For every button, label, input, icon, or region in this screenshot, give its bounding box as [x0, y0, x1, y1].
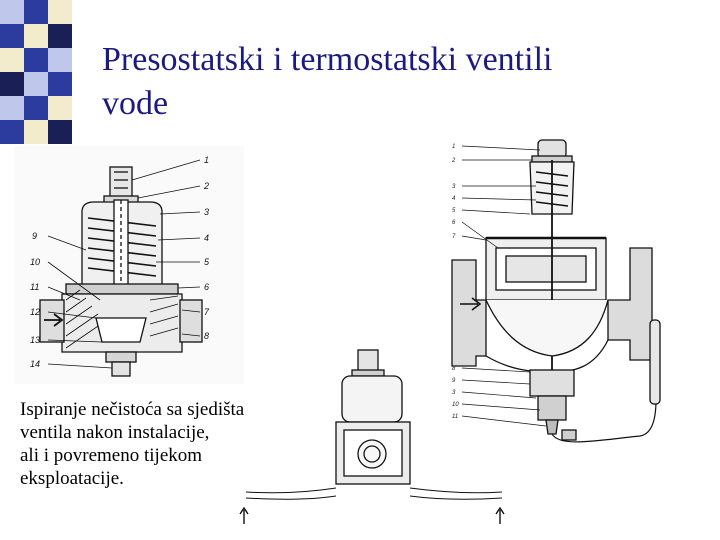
title-line-2: vode — [102, 85, 169, 122]
label-l11: 11 — [30, 282, 39, 292]
right-valve-drawing — [451, 139, 661, 443]
label-r6: 6 — [452, 220, 456, 226]
label-r7: 7 — [452, 234, 456, 240]
label-l14: 14 — [30, 359, 40, 369]
label-r9: 9 — [452, 378, 456, 384]
label-l13: 13 — [30, 335, 40, 345]
label-l12: 12 — [30, 307, 40, 317]
right-valve-labels: 1 2 3 4 5 6 7 8 9 3 10 11 — [451, 144, 459, 420]
label-r2: 2 — [451, 158, 456, 164]
label-l5: 5 — [204, 257, 210, 267]
label-l4: 4 — [204, 233, 209, 243]
label-l6: 6 — [204, 282, 209, 292]
label-l7: 7 — [204, 307, 210, 317]
caption-line-2: ventila nakon instalacije, — [20, 422, 210, 443]
label-l3: 3 — [204, 207, 209, 217]
label-r10: 10 — [452, 402, 459, 408]
caption-line-3: ali i povremeno tijekom — [20, 445, 203, 466]
slide-title: Presostatski i termostatski ventili vode — [102, 38, 702, 126]
label-l9: 9 — [32, 231, 37, 241]
left-valve-labels: 1 2 3 4 5 6 7 8 9 10 11 12 13 14 — [30, 155, 210, 369]
label-r4: 4 — [452, 196, 456, 202]
label-l2: 2 — [203, 181, 209, 191]
caption-text: Ispiranje nečistoća sa sjedišta ventila … — [20, 398, 320, 490]
caption-line-4: eksploatacije. — [20, 468, 124, 489]
label-r3b: 3 — [452, 390, 456, 396]
decorative-strip — [0, 0, 72, 150]
label-r3: 3 — [452, 184, 456, 190]
label-l8: 8 — [204, 331, 209, 341]
left-valve-drawing — [14, 146, 244, 384]
label-r5: 5 — [452, 208, 456, 214]
label-r1: 1 — [452, 144, 455, 150]
middle-valve-drawing — [239, 349, 505, 524]
caption-line-1: Ispiranje nečistoća sa sjedišta — [20, 399, 245, 420]
label-l1: 1 — [204, 155, 209, 165]
title-line-1: Presostatski i termostatski ventili — [102, 41, 553, 78]
label-l10: 10 — [30, 257, 40, 267]
label-r11: 11 — [452, 414, 458, 420]
label-r8: 8 — [452, 366, 456, 372]
